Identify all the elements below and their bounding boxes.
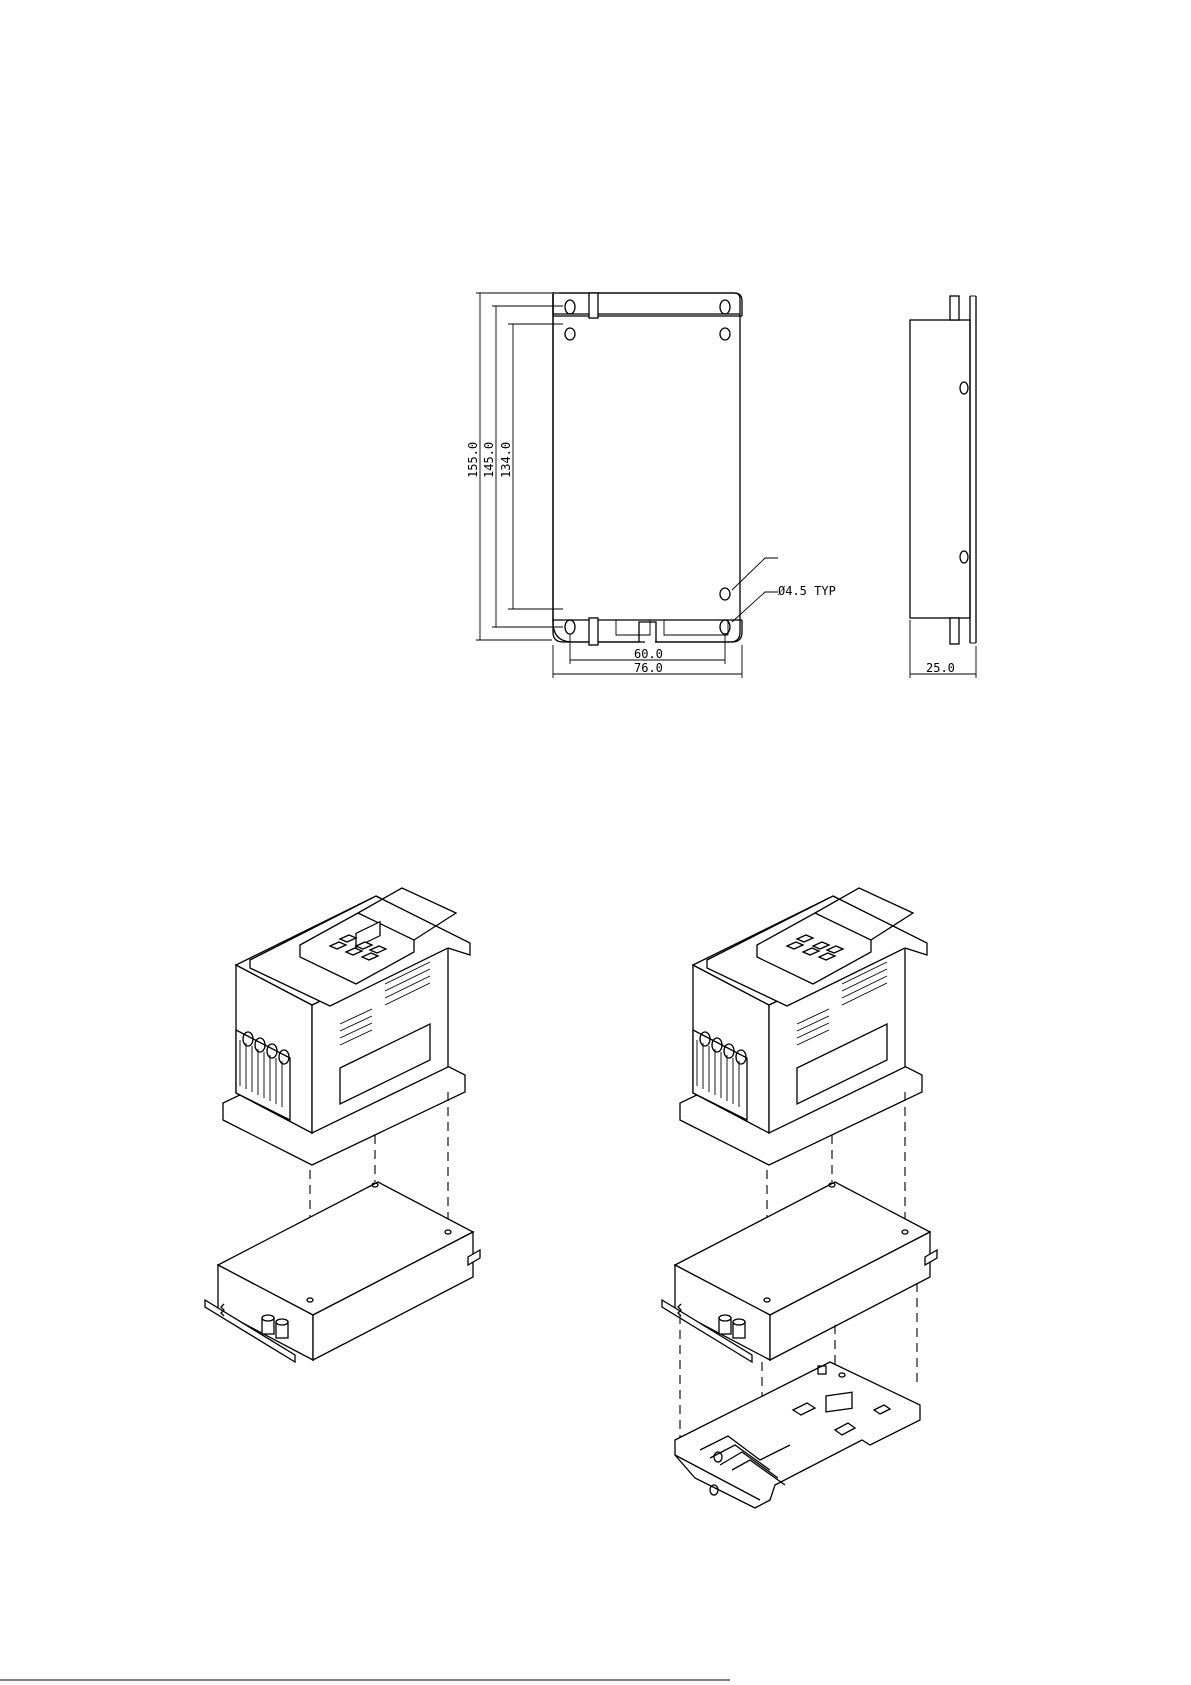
dim-height-slots: 145.0 [482, 442, 496, 478]
side-body [910, 320, 970, 618]
side-bottom-bar [950, 618, 959, 644]
mounting-hole [720, 588, 730, 600]
side-view: 25.0 [910, 296, 976, 678]
dim-height-holes: 134.0 [499, 442, 513, 478]
filter-plate-outline [553, 293, 740, 642]
mounting-hole [565, 300, 575, 314]
mounting-hole [720, 300, 730, 314]
mounting-hole [720, 328, 730, 340]
hole-callout-label: Ø4.5 TYP [778, 584, 836, 598]
side-top-bar [950, 296, 959, 320]
front-view: 155.0 145.0 134.0 60.0 76.0 Ø4.5 TYP [466, 292, 836, 678]
dim-width-overall: 76.0 [634, 661, 663, 675]
dim-height-overall: 155.0 [466, 442, 480, 478]
dim-width-holes: 60.0 [634, 647, 663, 661]
top-mounting-bar [589, 293, 598, 318]
horizontal-dimensions: 60.0 76.0 [553, 634, 742, 678]
dim-depth: 25.0 [926, 661, 955, 675]
vertical-dimensions: 155.0 145.0 134.0 [466, 293, 563, 640]
mounting-hole [565, 328, 575, 340]
bottom-mounting-bar [589, 618, 598, 645]
left-assembly [205, 888, 480, 1362]
hole-callout: Ø4.5 TYP [732, 558, 836, 622]
mounting-hole [720, 620, 730, 634]
right-assembly [662, 888, 937, 1508]
mounting-hole [565, 620, 575, 634]
